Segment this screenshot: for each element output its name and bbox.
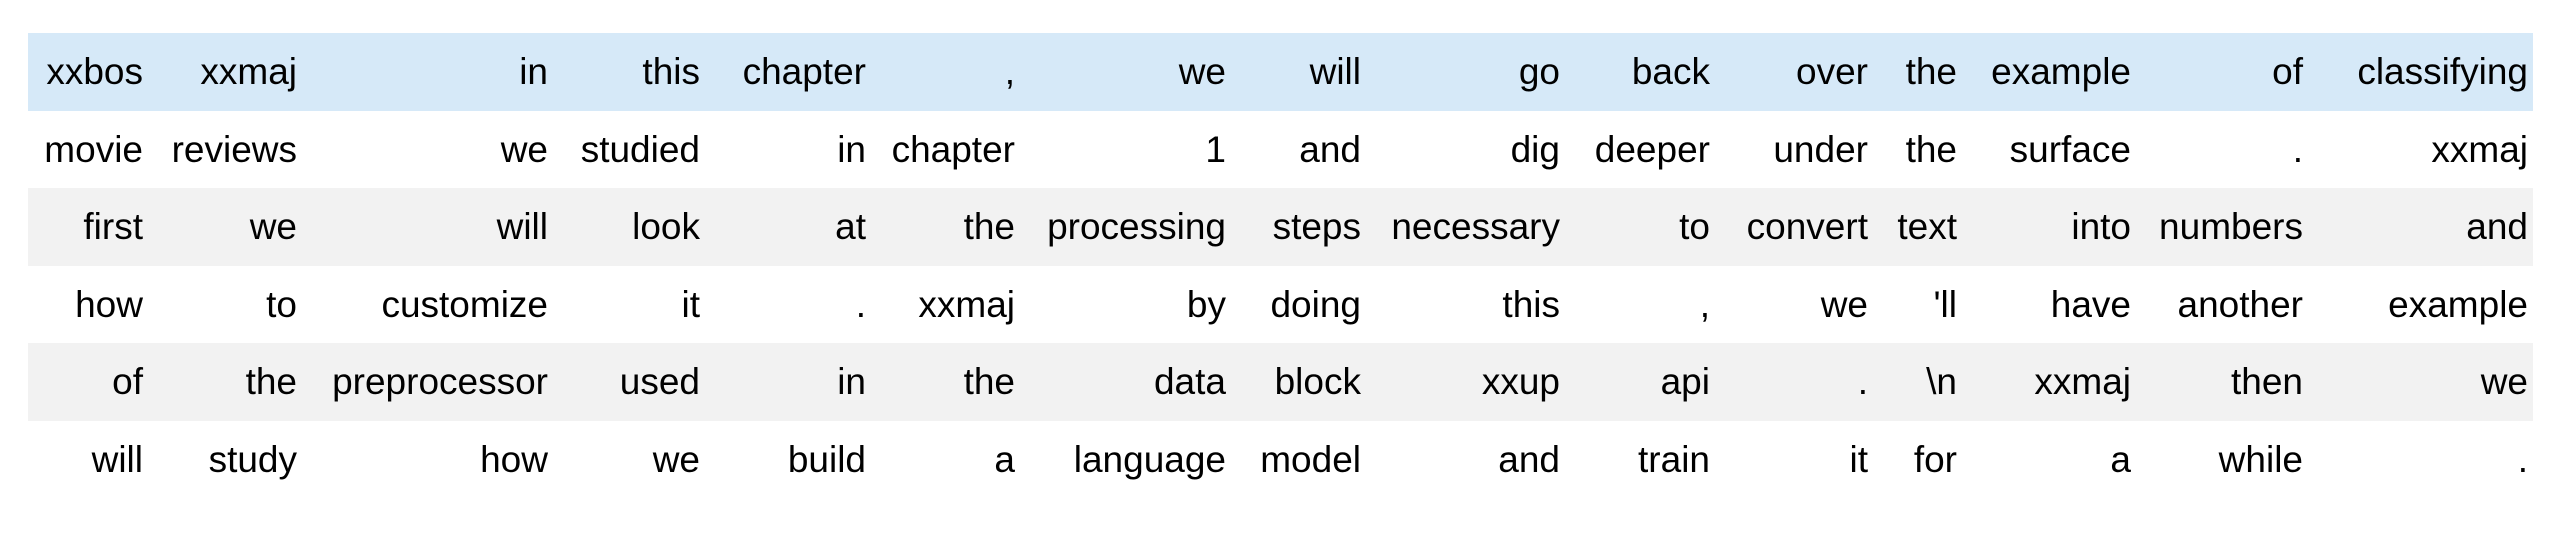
token-cell: data [1153, 361, 1226, 403]
token-cell: xxbos [46, 51, 143, 93]
token-cell: , [1699, 283, 1710, 325]
token-cell: . [855, 283, 866, 325]
token-cell: dig [1510, 128, 1560, 170]
token-row: first we will look at the processing steps neces… [28, 188, 2533, 266]
token-cell: and [2466, 206, 2528, 248]
token-cell: 1 [1205, 128, 1226, 170]
token-cell: while [2218, 438, 2303, 480]
token-cell: used [619, 361, 700, 403]
token-cell: api [1660, 361, 1710, 403]
token-cell: we [1178, 51, 1226, 93]
token-cell: chapter [891, 128, 1015, 170]
token-dataframe: xxbos xxmaj in this chapter, we will go back over… [28, 33, 2533, 498]
token-cell: studied [580, 128, 700, 170]
token-cell: a [2110, 438, 2131, 480]
token-cell: deeper [1594, 128, 1710, 170]
token-cell: will [496, 206, 548, 248]
token-cell: it [681, 283, 701, 325]
token-cell: to [1679, 206, 1710, 248]
token-cell: we [249, 206, 297, 248]
token-cell: convert [1746, 206, 1868, 248]
token-cell: steps [1272, 206, 1361, 248]
token-cell: will [1309, 51, 1361, 93]
token-cell: xxmaj [2431, 128, 2528, 170]
token-cell: the [1905, 51, 1957, 93]
token-row: of the preprocessor used in the data block xxup a… [28, 343, 2533, 421]
token-cell: processing [1047, 206, 1226, 248]
token-cell: we [1820, 283, 1868, 325]
token-cell: xxmaj [918, 283, 1015, 325]
token-cell: the [245, 361, 297, 403]
token-cell: a [994, 438, 1015, 480]
token-cell: the [963, 206, 1015, 248]
token-cell: \n [1926, 361, 1957, 403]
token-cell: in [837, 361, 866, 403]
token-cell: the [963, 361, 1015, 403]
token-cell: example [2388, 283, 2528, 325]
token-cell: at [835, 206, 866, 248]
token-cell: of [2272, 51, 2303, 93]
token-cell: and [1498, 438, 1560, 480]
token-cell: for [1913, 438, 1957, 480]
token-cell: another [2177, 283, 2304, 325]
token-cell: we [2480, 361, 2528, 403]
token-cell: we [500, 128, 548, 170]
token-cell: doing [1270, 283, 1361, 325]
token-cell: xxmaj [2034, 361, 2131, 403]
token-cell: surface [2009, 128, 2131, 170]
token-cell: example [1991, 51, 2131, 93]
token-cell: this [1502, 283, 1560, 325]
token-cell: of [112, 361, 143, 403]
token-cell: we [652, 438, 700, 480]
token-cell: 'll [1933, 283, 1957, 325]
token-cell: into [2071, 206, 2131, 248]
token-cell: preprocessor [332, 361, 548, 403]
token-cell: , [1004, 51, 1015, 93]
token-cell: xxup [1481, 361, 1560, 403]
token-cell: movie [44, 128, 143, 170]
token-cell: . [2292, 128, 2303, 170]
token-cell: numbers [2159, 206, 2303, 248]
token-cell: under [1773, 128, 1868, 170]
token-cell: train [1638, 438, 1710, 480]
token-row: xxbos xxmaj in this chapter, we will go back over… [28, 33, 2533, 111]
token-cell: by [1186, 283, 1226, 325]
token-cell: model [1260, 438, 1361, 480]
token-cell: this [642, 51, 700, 93]
token-cell: back [1631, 51, 1710, 93]
token-cell: to [266, 283, 297, 325]
token-cell: necessary [1391, 206, 1560, 248]
token-cell: block [1274, 361, 1361, 403]
token-cell: will [91, 438, 143, 480]
token-cell: chapter [742, 51, 866, 93]
token-cell: in [519, 51, 548, 93]
token-cell: language [1073, 438, 1226, 480]
token-cell: have [2050, 283, 2131, 325]
token-row: will study how we build a language model and trai… [28, 420, 2533, 498]
token-cell: how [480, 438, 548, 480]
token-cell: . [1857, 361, 1868, 403]
token-cell: it [1849, 438, 1869, 480]
token-cell: then [2230, 361, 2303, 403]
token-cell: how [75, 283, 143, 325]
token-cell: look [632, 206, 700, 248]
token-cell: in [837, 128, 866, 170]
token-cell: classifying [2357, 51, 2528, 93]
token-cell: xxmaj [200, 51, 297, 93]
token-cell: go [1518, 51, 1560, 93]
token-cell: text [1897, 206, 1957, 248]
token-cell: the [1905, 128, 1957, 170]
token-cell: first [83, 206, 143, 248]
token-row: how to customize it. xxmaj by doing this, we 'll h… [28, 265, 2533, 343]
token-cell: study [208, 438, 297, 480]
token-cell: . [2517, 438, 2528, 480]
token-cell: and [1299, 128, 1361, 170]
token-cell: reviews [171, 128, 297, 170]
token-cell: customize [381, 283, 548, 325]
token-cell: over [1796, 51, 1868, 93]
token-cell: build [787, 438, 866, 480]
token-dataframe-body: xxbos xxmaj in this chapter, we will go back over… [28, 33, 2533, 498]
